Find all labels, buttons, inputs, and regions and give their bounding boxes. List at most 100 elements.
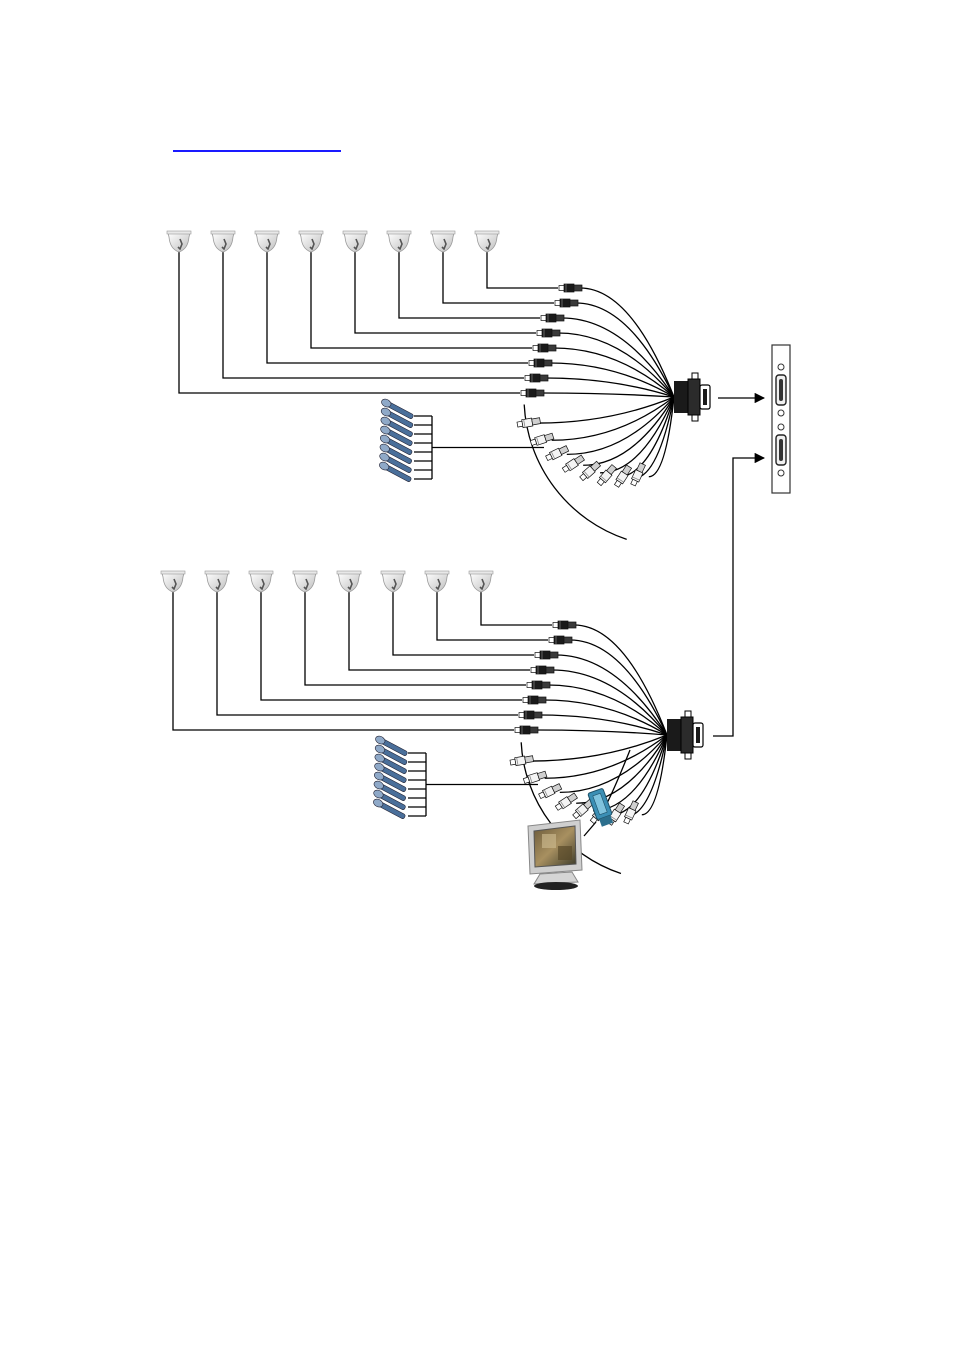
dome-camera-icon[interactable] <box>205 571 229 592</box>
bnc-connector-icon[interactable] <box>533 344 556 352</box>
dsub-connector-icon[interactable] <box>674 373 710 421</box>
dsub-pins <box>703 389 707 405</box>
dsub-screw-top <box>685 711 691 717</box>
connector-sleeve <box>550 652 558 658</box>
camera-wire <box>173 592 514 730</box>
dome-camera-icon[interactable] <box>161 571 185 592</box>
connector-body <box>534 359 544 367</box>
camera-mount <box>161 571 185 574</box>
bnc-connector-icon[interactable] <box>530 432 554 447</box>
dome-camera-icon[interactable] <box>475 231 499 252</box>
bnc-connector-icon[interactable] <box>521 389 544 397</box>
bnc-connector-icon[interactable] <box>554 792 578 811</box>
connector-body <box>542 329 552 337</box>
bnc-connector-icon[interactable] <box>523 770 547 785</box>
connector-sleeve <box>574 285 582 291</box>
connector-sleeve <box>552 330 560 336</box>
connector-sleeve <box>548 345 556 351</box>
dome-camera-icon[interactable] <box>469 571 493 592</box>
camera-wire <box>487 252 558 288</box>
camera-wire <box>393 592 534 655</box>
bnc-connector-icon[interactable] <box>519 711 542 719</box>
dome-camera-icon[interactable] <box>337 571 361 592</box>
bnc-connector-icon[interactable] <box>527 681 550 689</box>
connector-tip <box>533 346 538 351</box>
dome-camera-icon[interactable] <box>299 231 323 252</box>
camera-mount <box>299 231 323 234</box>
camera-body <box>206 573 228 592</box>
bnc-connector-icon[interactable] <box>517 417 541 429</box>
camera-mount <box>167 231 191 234</box>
dome-camera-icon[interactable] <box>211 231 235 252</box>
connector-body <box>524 711 534 719</box>
dome-camera-icon[interactable] <box>293 571 317 592</box>
bnc-connector-icon[interactable] <box>545 445 569 462</box>
connector-sleeve <box>542 682 550 688</box>
camera-body <box>212 233 234 252</box>
connector-tip <box>525 376 530 381</box>
dome-camera-icon[interactable] <box>255 231 279 252</box>
monitor-cable <box>584 822 596 836</box>
bottom-card-link <box>713 458 764 736</box>
bnc-connector-icon[interactable] <box>531 666 554 674</box>
dome-camera-icon[interactable] <box>387 231 411 252</box>
screen-tile-1 <box>542 834 556 848</box>
bnc-connector-icon[interactable] <box>523 696 546 704</box>
bnc-connector-icon[interactable] <box>549 636 572 644</box>
bnc-connector-icon[interactable] <box>579 461 602 482</box>
connector-body <box>532 681 542 689</box>
connector-tip <box>537 331 542 336</box>
connector-tip <box>541 316 546 321</box>
camera-wire <box>481 592 552 625</box>
camera-mount <box>469 571 493 574</box>
camera-body <box>256 233 278 252</box>
dome-camera-icon[interactable] <box>167 231 191 252</box>
port-inner <box>779 379 783 401</box>
dsub-connector-icon[interactable] <box>667 711 703 759</box>
connector-tip <box>517 421 523 427</box>
bnc-connector-icon[interactable] <box>537 329 560 337</box>
dome-camera-icon[interactable] <box>431 231 455 252</box>
camera-body <box>470 573 492 592</box>
capture-card-icon[interactable] <box>772 345 790 493</box>
monitor-icon[interactable] <box>528 820 582 890</box>
camera-body <box>250 573 272 592</box>
port-screw-bottom <box>778 470 784 476</box>
camera-mount <box>337 571 361 574</box>
bnc-connector-icon[interactable] <box>515 726 538 734</box>
camera-body <box>432 233 454 252</box>
connector-tip <box>521 391 526 396</box>
camera-body <box>162 573 184 592</box>
dome-camera-icon[interactable] <box>425 571 449 592</box>
connector-sleeve <box>536 390 544 396</box>
bnc-connector-icon[interactable] <box>525 374 548 382</box>
bnc-connector-icon[interactable] <box>538 783 562 800</box>
bnc-connector-icon[interactable] <box>529 359 552 367</box>
camera-body <box>382 573 404 592</box>
dome-camera-icon[interactable] <box>249 571 273 592</box>
screen-tile-2 <box>558 846 572 860</box>
connector-sleeve <box>532 418 541 425</box>
bnc-connector-icon[interactable] <box>535 651 558 659</box>
dsub-pins <box>696 727 700 743</box>
connector-tip <box>530 439 536 445</box>
camera-wire <box>443 252 554 303</box>
dome-camera-icon[interactable] <box>381 571 405 592</box>
bnc-connector-icon[interactable] <box>541 314 564 322</box>
connector-sleeve <box>568 622 576 628</box>
connector-body <box>528 696 538 704</box>
dsub-screw-top <box>692 373 698 379</box>
bnc-connector-icon[interactable] <box>561 454 585 473</box>
bnc-connector-icon[interactable] <box>553 621 576 629</box>
connector-body <box>564 284 574 292</box>
connector-body <box>520 726 530 734</box>
wires-layer <box>173 252 764 874</box>
bnc-connector-icon[interactable] <box>559 284 582 292</box>
fan-cable <box>560 735 667 792</box>
dome-camera-icon[interactable] <box>343 231 367 252</box>
bnc-connector-icon[interactable] <box>555 299 578 307</box>
connector-tip <box>529 361 534 366</box>
camera-mount <box>475 231 499 234</box>
bnc-connector-icon[interactable] <box>510 755 534 767</box>
